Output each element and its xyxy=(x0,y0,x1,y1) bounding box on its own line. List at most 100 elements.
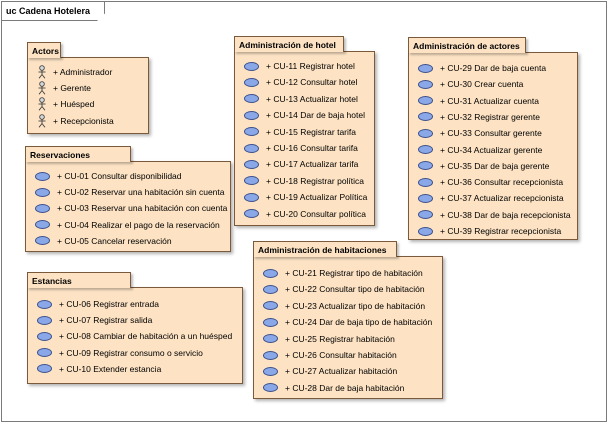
usecase-label: + CU-39 Registrar recepcionista xyxy=(440,226,562,236)
usecase-label: + CU-33 Consultar gerente xyxy=(440,128,542,139)
usecase-label: + CU-05 Cancelar reservación xyxy=(57,235,172,246)
package-title: Reservaciones xyxy=(25,146,131,162)
usecase-ellipse-icon xyxy=(418,193,433,203)
usecase-label: + CU-38 Dar de baja recepcionista xyxy=(440,209,571,220)
usecase-ellipse-icon xyxy=(418,96,433,106)
usecase-label: + CU-02 Reservar una habitación sin cuen… xyxy=(57,187,225,198)
usecase-label: + CU-31 Actualizar cuenta xyxy=(440,95,539,106)
usecase-item[interactable]: + CU-26 Consultar habitación xyxy=(263,347,397,363)
usecase-label: + CU-17 Actualizar tarifa xyxy=(266,159,359,170)
usecase-item[interactable]: + CU-11 Registrar hotel xyxy=(244,58,355,74)
actor-icon xyxy=(37,65,47,79)
usecase-item[interactable]: + CU-37 Actualizar recepcionista xyxy=(418,190,564,206)
usecase-ellipse-icon xyxy=(418,177,433,187)
usecase-item[interactable]: + CU-36 Consultar recepcionista xyxy=(418,174,563,190)
usecase-ellipse-icon xyxy=(418,79,433,89)
usecase-item[interactable]: + CU-02 Reservar una habitación sin cuen… xyxy=(35,184,225,200)
usecase-item[interactable]: + CU-21 Registrar tipo de habitación xyxy=(263,265,423,281)
usecase-item[interactable]: + CU-01 Consultar disponibilidad xyxy=(35,168,182,184)
usecase-ellipse-icon xyxy=(244,77,259,87)
usecase-item[interactable]: + CU-15 Registrar tarifa xyxy=(244,124,356,140)
usecase-label: + CU-18 Registrar política xyxy=(266,175,365,186)
usecase-ellipse-icon xyxy=(35,187,50,197)
usecase-item[interactable]: + CU-16 Consultar tarifa xyxy=(244,140,358,156)
usecase-label: + CU-21 Registrar tipo de habitación xyxy=(285,268,423,278)
usecase-ellipse-icon xyxy=(418,112,433,122)
usecase-ellipse-icon xyxy=(263,301,278,311)
usecase-item[interactable]: + CU-22 Consultar tipo de habitación xyxy=(263,281,425,297)
usecase-ellipse-icon xyxy=(263,366,278,376)
usecase-ellipse-icon xyxy=(244,110,259,120)
usecase-label: + CU-36 Consultar recepcionista xyxy=(440,177,564,188)
usecase-item[interactable]: + CU-32 Registrar gerente xyxy=(418,109,540,125)
package-administracion-de-hotel: Administración de hotel+ CU-11 Registrar… xyxy=(234,36,375,226)
usecase-item[interactable]: + CU-23 Actualizar tipo de habitación xyxy=(263,298,425,314)
usecase-item[interactable]: + CU-39 Registrar recepcionista xyxy=(418,223,561,239)
usecase-ellipse-icon xyxy=(263,284,278,294)
usecase-ellipse-icon xyxy=(244,159,259,169)
usecase-item[interactable]: + CU-14 Dar de baja hotel xyxy=(244,107,365,123)
usecase-item[interactable]: + CU-30 Crear cuenta xyxy=(418,76,523,92)
usecase-item[interactable]: + CU-19 Actualizar Política xyxy=(244,189,367,205)
usecase-label: + CU-16 Consultar tarifa xyxy=(266,143,358,153)
actor-label: + Recepcionista xyxy=(53,115,114,126)
usecase-item[interactable]: + CU-35 Dar de baja gerente xyxy=(418,158,549,174)
usecase-ellipse-icon xyxy=(263,334,278,344)
actor-item[interactable]: + Recepcionista xyxy=(37,113,114,129)
usecase-label: + CU-23 Actualizar tipo de habitación xyxy=(285,300,426,311)
usecase-item[interactable]: + CU-29 Dar de baja cuenta xyxy=(418,60,546,76)
usecase-ellipse-icon xyxy=(263,317,278,327)
package-reservaciones: Reservaciones + CU-01 Consultar disponibi… xyxy=(25,146,231,252)
usecase-ellipse-icon xyxy=(244,143,259,153)
usecase-item[interactable]: + CU-38 Dar de baja recepcionista xyxy=(418,207,571,223)
usecase-item[interactable]: + CU-25 Registrar habitación xyxy=(263,331,395,347)
usecase-item[interactable]: + CU-10 Extender estancia xyxy=(37,361,161,377)
usecase-label: + CU-08 Cambiar de habitación a un huésp… xyxy=(59,331,233,342)
usecase-item[interactable]: + CU-03 Reservar una habitación con cuen… xyxy=(35,200,227,216)
usecase-item[interactable]: + CU-33 Consultar gerente xyxy=(418,125,542,141)
usecase-label: + CU-32 Registrar gerente xyxy=(440,111,540,122)
usecase-label: + CU-28 Dar de baja habitación xyxy=(285,382,405,393)
usecase-item[interactable]: + CU-13 Actualizar hotel xyxy=(244,91,358,107)
usecase-item[interactable]: + CU-24 Dar de baja tipo de habitación xyxy=(263,314,432,330)
actor-icon xyxy=(37,81,47,95)
actor-item[interactable]: + Huésped xyxy=(37,96,94,112)
usecase-label: + CU-15 Registrar tarifa xyxy=(266,126,356,137)
usecase-item[interactable]: + CU-17 Actualizar tarifa xyxy=(244,156,358,172)
usecase-ellipse-icon xyxy=(418,128,433,138)
usecase-item[interactable]: + CU-27 Actualizar habitación xyxy=(263,363,397,379)
usecase-label: + CU-09 Registrar consumo o servicio xyxy=(59,347,203,358)
usecase-item[interactable]: + CU-07 Registrar salida xyxy=(37,312,152,328)
usecase-label: + CU-07 Registrar salida xyxy=(59,315,153,326)
package-title: Administración de actores xyxy=(408,37,526,53)
usecase-ellipse-icon xyxy=(418,161,433,171)
usecase-label: + CU-13 Actualizar hotel xyxy=(266,93,358,104)
package-title: Administración de habitaciones xyxy=(253,241,397,257)
usecase-ellipse-icon xyxy=(35,203,50,213)
usecase-item[interactable]: + CU-20 Consultar política xyxy=(244,206,366,222)
package-estancias: Estancias+ CU-06 Registrar entrada+ CU-0… xyxy=(27,272,243,384)
usecase-label: + CU-19 Actualizar Política xyxy=(266,192,368,203)
actor-item[interactable]: + Gerente xyxy=(37,80,91,96)
actor-label: + Gerente xyxy=(53,83,92,94)
usecase-item[interactable]: + CU-28 Dar de baja habitación xyxy=(263,380,404,396)
usecase-label: + CU-29 Dar de baja cuenta xyxy=(440,63,547,73)
usecase-item[interactable]: + CU-08 Cambiar de habitación a un huésp… xyxy=(37,328,232,344)
usecase-ellipse-icon xyxy=(35,171,50,181)
usecase-item[interactable]: + CU-06 Registrar entrada xyxy=(37,296,159,312)
usecase-label: + CU-04 Realizar el pago de la reservaci… xyxy=(57,219,220,230)
usecase-ellipse-icon xyxy=(244,209,259,219)
usecase-item[interactable]: + CU-04 Realizar el pago de la reservaci… xyxy=(35,217,220,233)
usecase-item[interactable]: + CU-18 Registrar política xyxy=(244,173,364,189)
usecase-label: + CU-03 Reservar una habitación con cuen… xyxy=(57,203,228,214)
usecase-ellipse-icon xyxy=(263,383,278,393)
usecase-item[interactable]: + CU-09 Registrar consumo o servicio xyxy=(37,345,203,361)
usecase-item[interactable]: + CU-05 Cancelar reservación xyxy=(35,233,172,249)
package-body xyxy=(27,287,243,384)
actor-item[interactable]: + Administrador xyxy=(37,64,112,80)
usecase-item[interactable]: + CU-12 Consultar hotel xyxy=(244,74,357,90)
package-body xyxy=(408,52,578,240)
usecase-item[interactable]: + CU-34 Actualizar gerente xyxy=(418,142,542,158)
usecase-item[interactable]: + CU-31 Actualizar cuenta xyxy=(418,93,539,109)
usecase-label: + CU-26 Consultar habitación xyxy=(285,350,397,360)
